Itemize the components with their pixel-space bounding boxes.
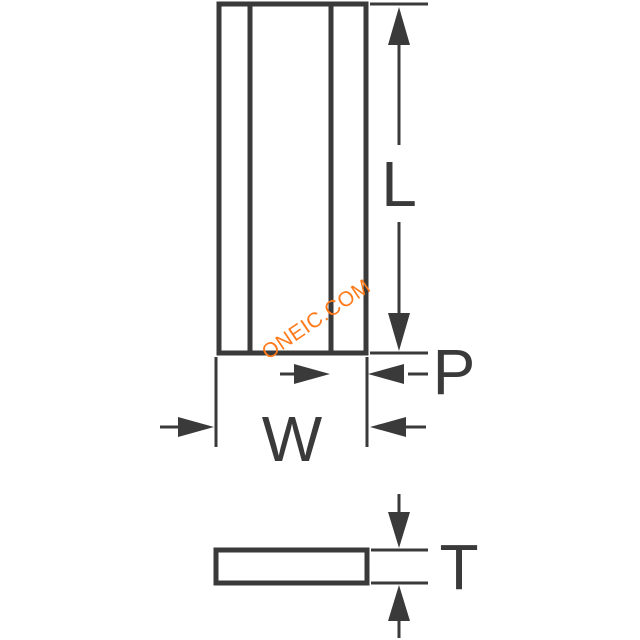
top-view — [216, 1, 369, 356]
pad-dimension: P — [280, 336, 475, 408]
pad-arrow-right-icon — [294, 364, 330, 384]
width-dimension: W — [160, 357, 426, 475]
thickness-label: T — [439, 531, 478, 603]
width-arrow-right-icon — [178, 417, 214, 437]
side-view — [213, 547, 370, 586]
length-arrow-up-icon — [388, 7, 410, 45]
component-side-outline — [213, 547, 370, 586]
length-dimension: L — [370, 2, 428, 355]
thickness-arrow-up-icon — [388, 585, 410, 621]
width-arrow-left-icon — [370, 417, 406, 437]
pad-arrow-left-icon — [368, 364, 404, 384]
component-body-outline — [216, 1, 369, 356]
thickness-arrow-down-icon — [388, 512, 410, 548]
width-label: W — [262, 403, 323, 475]
length-label: L — [381, 148, 417, 220]
pad-label: P — [433, 336, 476, 408]
length-arrow-down-icon — [388, 313, 410, 351]
thickness-dimension: T — [371, 494, 479, 638]
